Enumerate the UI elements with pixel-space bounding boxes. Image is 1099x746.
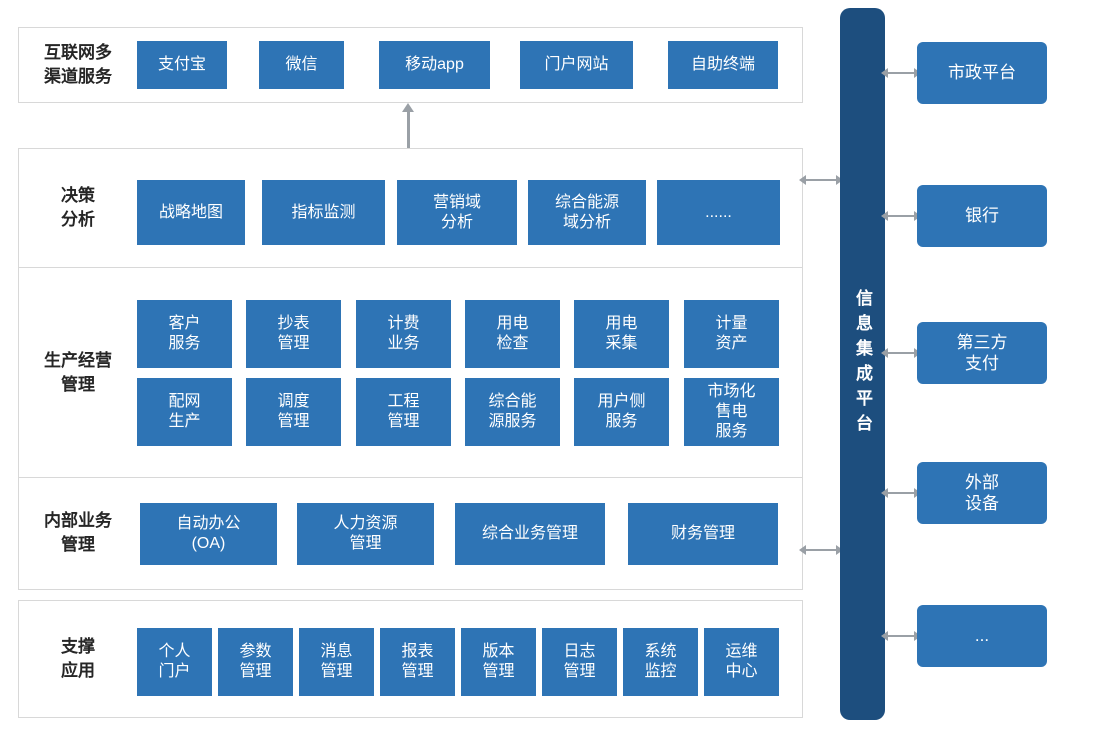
external-box: 第三方 支付: [917, 322, 1047, 384]
decision-box: 综合能源 域分析: [528, 180, 646, 245]
production-box: 抄表 管理: [246, 300, 341, 368]
support-box: 日志 管理: [542, 628, 617, 696]
internal-box: 自动办公 (OA): [140, 503, 277, 565]
production-box: 配网 生产: [137, 378, 232, 446]
channel-box: 移动app: [379, 41, 490, 89]
production-box: 调度 管理: [246, 378, 341, 446]
external-box: 银行: [917, 185, 1047, 247]
integration-platform-bar: 信息集成平台: [840, 8, 885, 720]
production-box: 客户 服务: [137, 300, 232, 368]
decision-label: 决策 分析: [61, 186, 95, 229]
internal-box: 综合业务管理: [455, 503, 605, 565]
production-box: 综合能 源服务: [465, 378, 560, 446]
production-box: 用电 采集: [574, 300, 669, 368]
production-box: 用户侧 服务: [574, 378, 669, 446]
double-arrow-icon: [881, 68, 921, 78]
double-arrow-icon: [881, 631, 921, 641]
decision-box: 指标监测: [262, 180, 385, 245]
support-box: 运维 中心: [704, 628, 779, 696]
double-arrow-icon: [799, 175, 843, 185]
channel-box: 门户网站: [520, 41, 633, 89]
integration-platform-label: 信息集成平台: [853, 289, 872, 439]
channel-box: 自助终端: [668, 41, 778, 89]
double-arrow-icon: [799, 545, 843, 555]
decision-box: ......: [657, 180, 780, 245]
production-box: 用电 检查: [465, 300, 560, 368]
production-box: 市场化 售电 服务: [684, 378, 779, 446]
support-box: 版本 管理: [461, 628, 536, 696]
internal-box: 人力资源 管理: [297, 503, 434, 565]
external-box: 市政平台: [917, 42, 1047, 104]
external-box: ...: [917, 605, 1047, 667]
production-box: 计量 资产: [684, 300, 779, 368]
decision-box: 战略地图: [137, 180, 245, 245]
support-box: 系统 监控: [623, 628, 698, 696]
support-box: 报表 管理: [380, 628, 455, 696]
production-label: 生产经营 管理: [44, 351, 112, 394]
double-arrow-icon: [881, 348, 921, 358]
channel-box: 微信: [259, 41, 344, 89]
internal-box: 财务管理: [628, 503, 778, 565]
double-arrow-icon: [881, 488, 921, 498]
decision-box: 营销域 分析: [397, 180, 517, 245]
support-box: 参数 管理: [218, 628, 293, 696]
production-panel: [18, 267, 803, 478]
double-arrow-icon: [881, 211, 921, 221]
channels-label: 互联网多 渠道服务: [44, 43, 112, 86]
support-label: 支撑 应用: [61, 637, 95, 680]
internal-label: 内部业务 管理: [44, 511, 112, 554]
production-box: 计费 业务: [356, 300, 451, 368]
production-box: 工程 管理: [356, 378, 451, 446]
support-box: 个人 门户: [137, 628, 212, 696]
support-box: 消息 管理: [299, 628, 374, 696]
up-arrow-icon: [402, 103, 414, 148]
external-box: 外部 设备: [917, 462, 1047, 524]
channel-box: 支付宝: [137, 41, 227, 89]
